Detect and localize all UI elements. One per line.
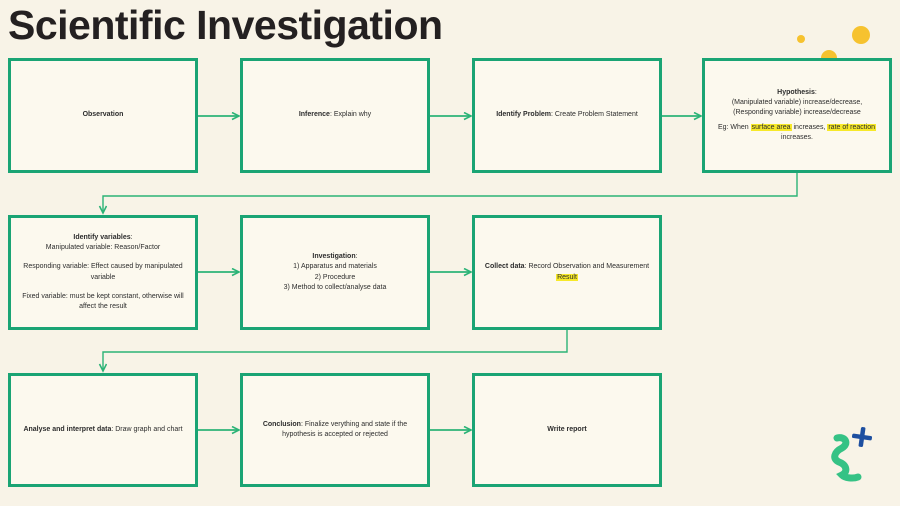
node-hypothesis[interactable]: Hypothesis:(Manipulated variable) increa… [702, 58, 892, 173]
node-conclusion-text: Conclusion: Finalize verything and state… [262, 420, 408, 438]
node-write-report-text: Write report [547, 425, 587, 433]
blue-plus-icon [851, 426, 873, 448]
page-title: Scientific Investigation [8, 2, 443, 48]
yellow-dot-small [797, 35, 805, 43]
arrow-collect-data-to-analyse [103, 330, 568, 371]
node-observation-text: Observation [82, 111, 124, 119]
node-conclusion[interactable]: Conclusion: Finalize verything and state… [240, 373, 430, 487]
green-squiggle-icon [831, 434, 862, 482]
node-identify-problem[interactable]: Identify Problem: Create Problem Stateme… [472, 58, 662, 173]
node-collect-data-text: Collect data: Record Observation and Mea… [484, 263, 650, 281]
node-analyse-interpret-text: Analyse and interpret data: Draw graph a… [23, 425, 183, 433]
node-investigation-text: Investigation:1) Apparatus and materials… [283, 253, 387, 291]
node-hypothesis-text: Hypothesis:(Manipulated variable) increa… [717, 89, 877, 141]
yellow-dot-large [852, 26, 870, 44]
node-analyse-interpret[interactable]: Analyse and interpret data: Draw graph a… [8, 373, 198, 487]
node-collect-data[interactable]: Collect data: Record Observation and Mea… [472, 215, 662, 330]
node-identify-variables-text: Identify variables:Manipulated variable:… [22, 234, 184, 310]
node-identify-variables[interactable]: Identify variables:Manipulated variable:… [8, 215, 198, 330]
node-inference-text: Inference: Explain why [298, 111, 372, 119]
arrow-hypothesis-to-identify-variables [103, 173, 798, 213]
node-identify-problem-text: Identify Problem: Create Problem Stateme… [496, 111, 638, 119]
node-observation[interactable]: Observation [8, 58, 198, 173]
node-write-report[interactable]: Write report [472, 373, 662, 487]
node-inference[interactable]: Inference: Explain why [240, 58, 430, 173]
node-investigation[interactable]: Investigation:1) Apparatus and materials… [240, 215, 430, 330]
